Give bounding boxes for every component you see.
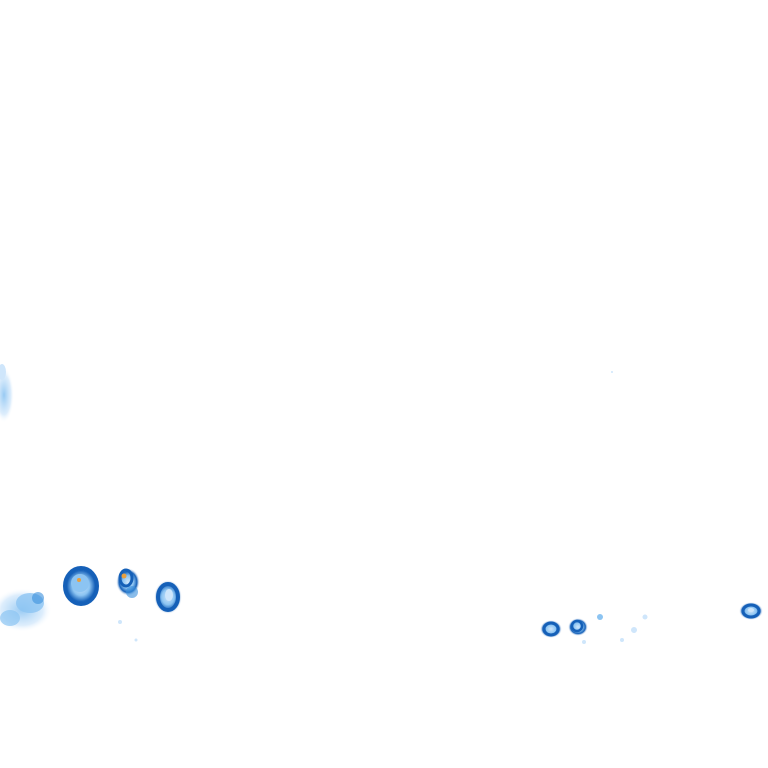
echo-bottom-left-cluster: [0, 588, 52, 632]
echo-bottom-right-cluster: [540, 371, 648, 644]
echo-cell-3: [154, 580, 182, 614]
echo-cell-2: [116, 568, 140, 598]
echo-cell-right: [739, 602, 763, 620]
echo-specks-left: [118, 620, 138, 642]
echo-left-edge: [0, 364, 14, 423]
echo-ring-cell-1: [62, 565, 100, 607]
